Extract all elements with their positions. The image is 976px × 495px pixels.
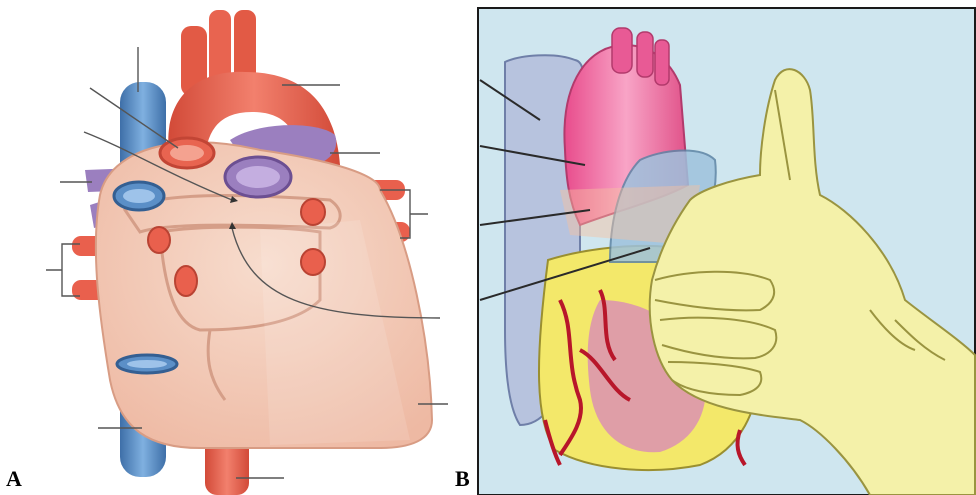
rpv-lower-opening xyxy=(301,249,325,275)
pulmonary-trunk-lumen xyxy=(236,166,280,188)
panel-a xyxy=(46,10,448,495)
rpv-upper-opening xyxy=(301,199,325,225)
panel-label-b: B xyxy=(455,466,470,492)
ivc-lumen xyxy=(127,360,167,368)
b-left-subclavian xyxy=(655,40,669,85)
lpv-upper-opening xyxy=(148,227,170,253)
panel-b xyxy=(478,8,975,495)
ascending-aorta-lumen xyxy=(170,145,204,161)
lpv-lower-opening xyxy=(175,266,197,296)
b-left-carotid xyxy=(637,32,653,77)
b-brachiocephalic xyxy=(612,28,632,73)
svc-lumen xyxy=(123,189,155,203)
panel-label-a: A xyxy=(6,466,22,492)
